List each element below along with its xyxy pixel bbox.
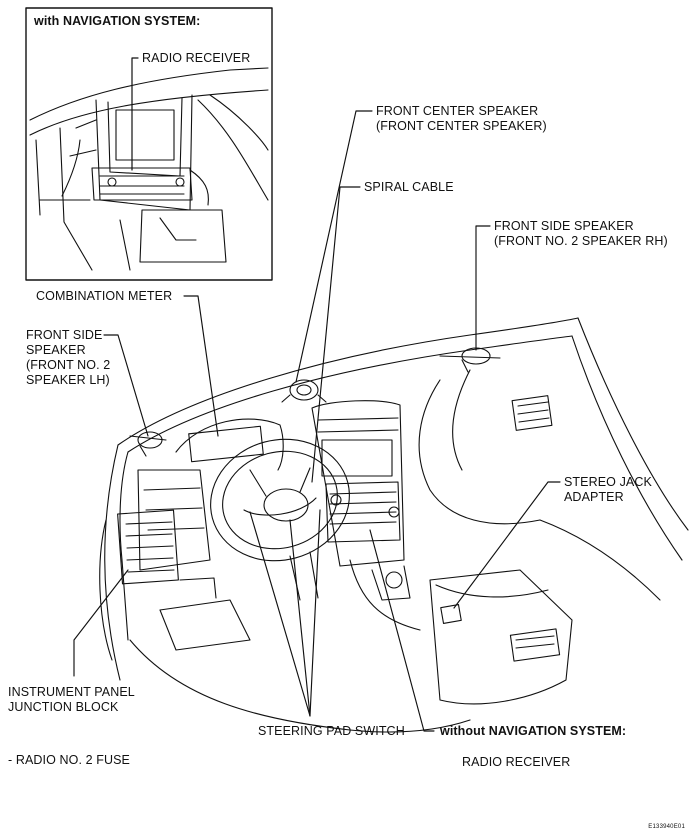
without-navigation-label: without NAVIGATION SYSTEM: (440, 724, 627, 738)
stereo-jack-shape (440, 604, 462, 624)
spiral-cable-label: SPIRAL CABLE (364, 180, 454, 194)
inset-radio-receiver-label: RADIO RECEIVER (142, 51, 251, 65)
main-dash-drawing (99, 317, 689, 733)
front-center-speaker-shape (289, 379, 319, 401)
inset-frame (25, 7, 273, 281)
stereo-jack-adapter-label: STEREO JACK ADAPTER (564, 475, 652, 504)
steering-pad-switch-label: STEERING PAD SWITCH (258, 724, 405, 738)
radio-receiver-bottom-label: RADIO RECEIVER (462, 755, 571, 769)
inset-title: with NAVIGATION SYSTEM: (34, 14, 201, 28)
leader-lines (73, 110, 561, 732)
front-side-speaker-rh-label: FRONT SIDE SPEAKER (FRONT NO. 2 SPEAKER … (494, 219, 668, 248)
front-center-speaker-label: FRONT CENTER SPEAKER (FRONT CENTER SPEAK… (376, 104, 547, 133)
radio-no2-fuse-label: - RADIO NO. 2 FUSE (8, 753, 130, 767)
instrument-panel-junction-block-label: INSTRUMENT PANEL JUNCTION BLOCK (8, 685, 135, 714)
inset-dash-drawing (29, 67, 269, 271)
front-side-speaker-lh-shape (137, 431, 163, 449)
combination-meter-label: COMBINATION METER (36, 289, 173, 303)
figure-code: E133940E01 (648, 824, 685, 830)
front-side-speaker-lh-label: FRONT SIDE SPEAKER (FRONT NO. 2 SPEAKER … (26, 328, 111, 387)
